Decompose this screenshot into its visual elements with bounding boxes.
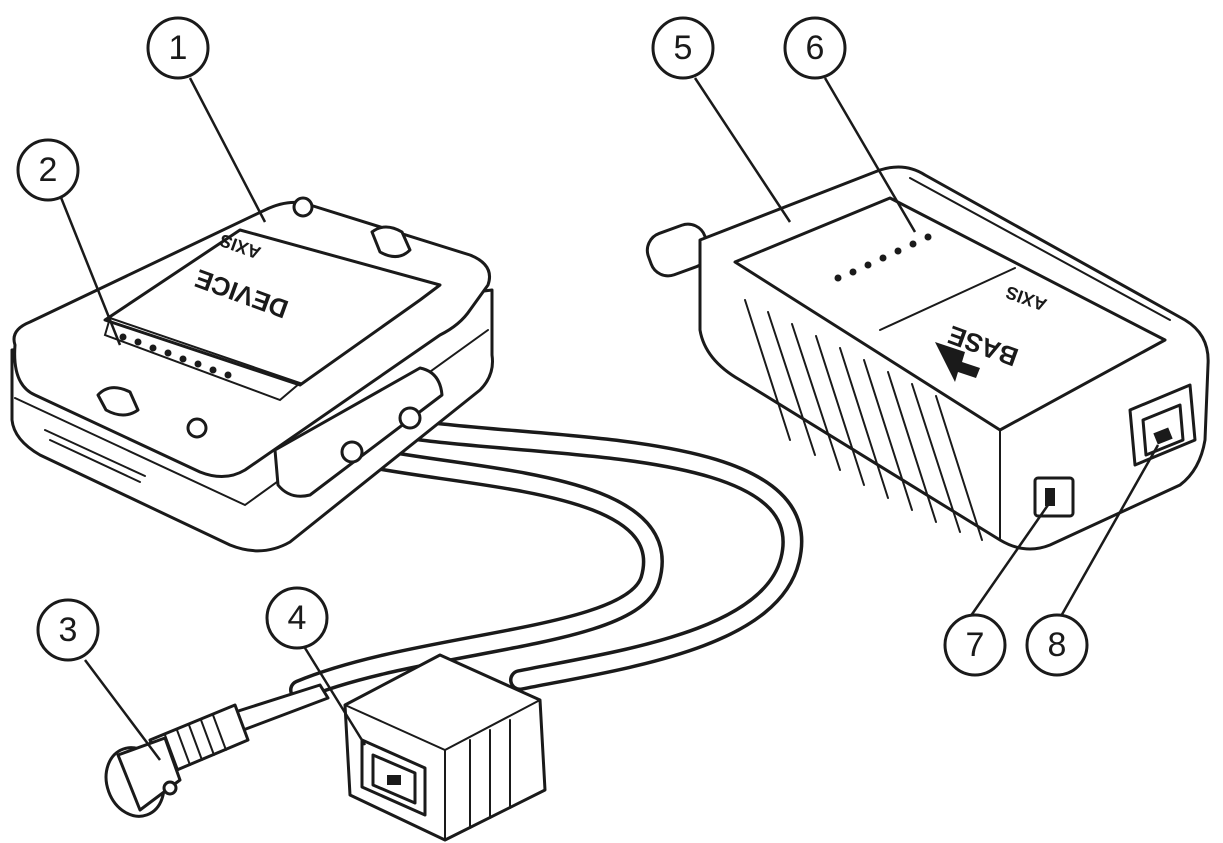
svg-text:6: 6 (806, 29, 825, 67)
svg-text:4: 4 (288, 599, 307, 637)
callout-1: 1 (146, 16, 210, 80)
cables (289, 419, 804, 701)
callout-5: 5 (651, 16, 715, 80)
callout-3: 3 (36, 598, 100, 662)
base-ribs (744, 177, 1171, 541)
device-led-indicators (119, 333, 232, 379)
base-unit: AXIS BASE (645, 165, 1210, 551)
callout-2: 2 (16, 138, 80, 202)
bnc-connector (104, 683, 330, 818)
base-rj45-port (1128, 383, 1197, 467)
callout-4: 4 (265, 586, 329, 650)
rj45-coupler (343, 653, 547, 842)
base-led-indicators (834, 233, 932, 282)
svg-text:7: 7 (966, 626, 985, 664)
svg-text:2: 2 (39, 151, 58, 189)
arrow-icon (935, 342, 980, 382)
svg-text:5: 5 (674, 29, 693, 67)
callout-6: 6 (783, 16, 847, 80)
svg-text:1: 1 (169, 29, 188, 67)
callout-7: 7 (943, 613, 1007, 677)
svg-text:3: 3 (59, 611, 78, 649)
svg-text:8: 8 (1048, 626, 1067, 664)
callouts: 1 2 3 4 5 6 7 8 (16, 16, 1160, 761)
callout-8: 8 (1025, 613, 1089, 677)
device-unit: AXIS DEVICE (10, 196, 494, 553)
